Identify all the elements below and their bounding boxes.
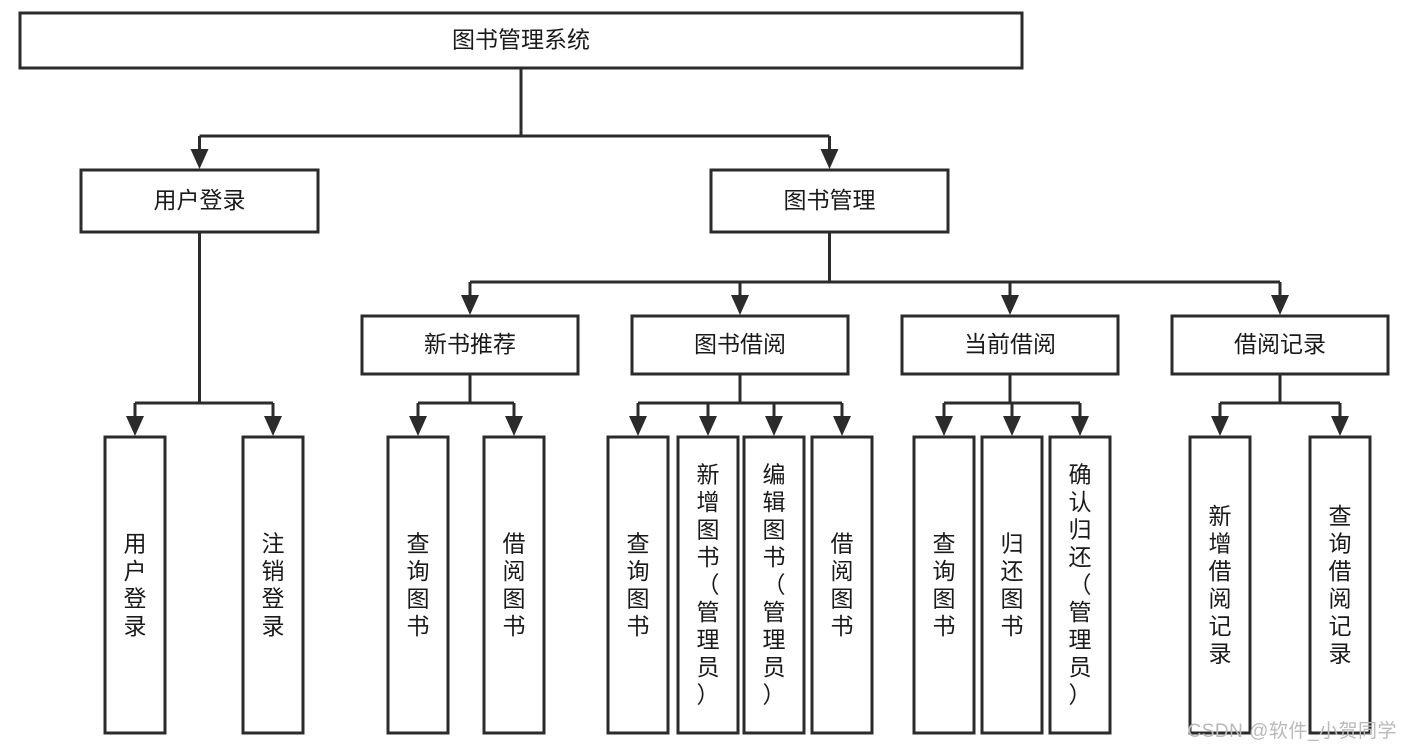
node-leaf-query-book-1[interactable]: 查询图书: [386, 435, 450, 735]
node-label: 查询图书: [407, 530, 430, 639]
node-box[interactable]: [360, 314, 580, 376]
node-root[interactable]: 图书管理系统: [18, 11, 1024, 70]
node-box[interactable]: [742, 435, 806, 735]
node-leaf-query-book-2[interactable]: 查询图书: [606, 435, 670, 735]
node-label: 查询借阅记录: [1329, 503, 1352, 667]
arrow-head-icon: [264, 416, 282, 436]
node-box[interactable]: [980, 435, 1044, 735]
node-label: 借阅图书: [831, 530, 854, 639]
node-book-management[interactable]: 图书管理: [709, 168, 950, 234]
node-leaf-borrow-book-1[interactable]: 借阅图书: [482, 435, 546, 735]
node-label: 查询图书: [627, 530, 650, 639]
arrow-head-icon: [935, 416, 953, 436]
node-box[interactable]: [79, 168, 320, 234]
node-leaf-user-login[interactable]: 用户登录: [103, 435, 167, 735]
node-label: 新增借阅记录: [1209, 503, 1232, 667]
connector-group: [461, 232, 1289, 315]
arrow-head-icon: [699, 416, 717, 436]
node-label: 查询图书: [933, 530, 956, 639]
arrow-head-icon: [409, 416, 427, 436]
node-label: 新书推荐: [424, 331, 516, 357]
node-layer: 图书管理系统用户登录图书管理新书推荐图书借阅当前借阅借阅记录用户登录注销登录查询…: [18, 11, 1390, 735]
node-label: 新增图书（管理员）: [697, 462, 720, 708]
node-box[interactable]: [912, 435, 976, 735]
node-box[interactable]: [1308, 435, 1372, 735]
arrow-head-icon: [126, 416, 144, 436]
arrow-head-icon: [731, 295, 749, 315]
node-label: 编辑图书（管理员）: [763, 462, 786, 708]
node-leaf-add-book[interactable]: 新增图书（管理员）: [676, 435, 740, 735]
node-label: 当前借阅: [964, 331, 1056, 357]
node-box[interactable]: [241, 435, 305, 735]
node-user-login[interactable]: 用户登录: [79, 168, 320, 234]
node-label: 用户登录: [124, 530, 147, 639]
arrow-head-icon: [765, 416, 783, 436]
node-leaf-return-book[interactable]: 归还图书: [980, 435, 1044, 735]
arrow-head-icon: [1271, 295, 1289, 315]
node-leaf-query-record[interactable]: 查询借阅记录: [1308, 435, 1372, 735]
connector-layer: [126, 68, 1349, 436]
node-box[interactable]: [1048, 435, 1112, 735]
node-label: 确认归还（管理员）: [1069, 462, 1092, 708]
arrow-head-icon: [629, 416, 647, 436]
node-borrow-record[interactable]: 借阅记录: [1170, 314, 1390, 376]
node-label: 借阅图书: [503, 530, 526, 639]
arrow-head-icon: [1071, 416, 1089, 436]
node-label: 用户登录: [154, 187, 246, 213]
node-box[interactable]: [1188, 435, 1252, 735]
node-box[interactable]: [1170, 314, 1390, 376]
node-box[interactable]: [676, 435, 740, 735]
node-label: 借阅记录: [1234, 331, 1326, 357]
node-box[interactable]: [103, 435, 167, 735]
node-leaf-query-book-3[interactable]: 查询图书: [912, 435, 976, 735]
node-new-book-recommend[interactable]: 新书推荐: [360, 314, 580, 376]
node-box[interactable]: [606, 435, 670, 735]
connector-group: [409, 374, 523, 436]
node-leaf-borrow-book-2[interactable]: 借阅图书: [810, 435, 874, 735]
arrow-head-icon: [833, 416, 851, 436]
connector-group: [629, 374, 851, 436]
node-leaf-add-record[interactable]: 新增借阅记录: [1188, 435, 1252, 735]
node-box[interactable]: [630, 314, 850, 376]
arrow-head-icon: [1003, 416, 1021, 436]
node-box[interactable]: [482, 435, 546, 735]
arrow-head-icon: [461, 295, 479, 315]
node-leaf-confirm-return[interactable]: 确认归还（管理员）: [1048, 435, 1112, 735]
arrow-head-icon: [1331, 416, 1349, 436]
connector-group: [190, 68, 839, 169]
arrow-head-icon: [1211, 416, 1229, 436]
node-leaf-logout[interactable]: 注销登录: [241, 435, 305, 735]
node-label: 图书管理系统: [452, 27, 590, 53]
node-book-borrow[interactable]: 图书借阅: [630, 314, 850, 376]
node-box[interactable]: [900, 314, 1120, 376]
node-leaf-edit-book[interactable]: 编辑图书（管理员）: [742, 435, 806, 735]
node-current-borrow[interactable]: 当前借阅: [900, 314, 1120, 376]
arrow-head-icon: [820, 149, 839, 169]
node-box[interactable]: [386, 435, 450, 735]
connector-group: [126, 232, 282, 436]
node-box[interactable]: [709, 168, 950, 234]
node-box[interactable]: [810, 435, 874, 735]
arrow-head-icon: [190, 149, 209, 169]
node-label: 注销登录: [262, 530, 285, 639]
connector-group: [935, 374, 1089, 436]
connector-group: [1211, 374, 1349, 436]
node-label: 图书管理: [784, 187, 876, 213]
node-box[interactable]: [18, 11, 1024, 70]
arrow-head-icon: [1001, 295, 1019, 315]
node-label: 图书借阅: [694, 331, 786, 357]
arrow-head-icon: [505, 416, 523, 436]
node-label: 归还图书: [1001, 530, 1024, 639]
